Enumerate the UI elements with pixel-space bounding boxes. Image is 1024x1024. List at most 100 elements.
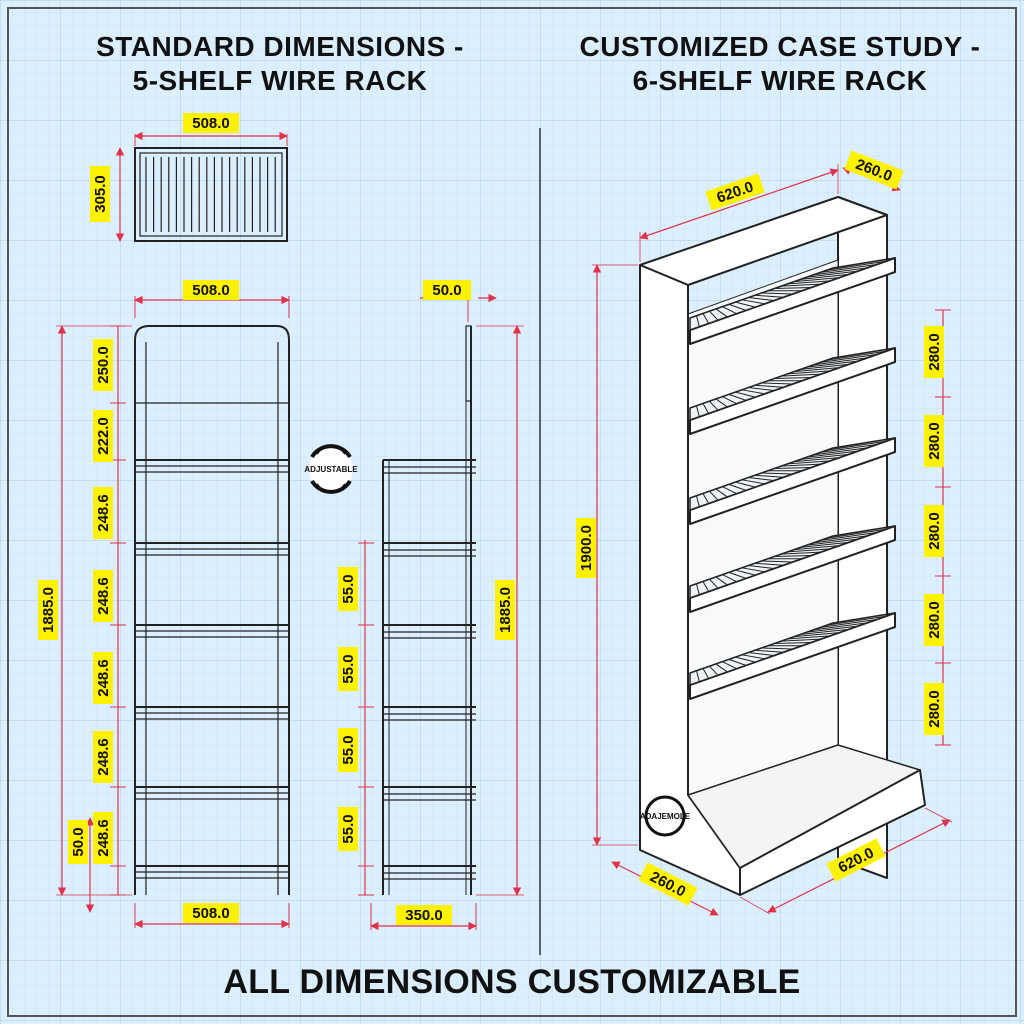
label-iso-shelf-spacing: 280.0: [926, 512, 943, 550]
label-shelf-spacing: 248.6: [95, 738, 112, 776]
iso-shelf-wire: [748, 477, 774, 482]
label-iso-shelf-spacing: 280.0: [926, 601, 943, 639]
iso-shelf-wire: [813, 267, 868, 276]
label-front-width-bottom: 508.0: [192, 905, 230, 922]
iso-shelf-wire: [709, 578, 719, 589]
label-shelf-spacing: 248.6: [95, 819, 112, 857]
iso-shelf-wire: [800, 628, 849, 635]
iso-shelf-wire: [819, 619, 877, 629]
iso-shelf-wire: [826, 440, 886, 451]
iso-shelf-wire: [754, 562, 784, 566]
label-side-shelf-height: 55.0: [340, 814, 357, 843]
label-front-width-top: 508.0: [192, 282, 230, 299]
iso-shelf-wire: [735, 569, 756, 576]
side-shelves: [383, 459, 476, 880]
label-iso-shelf-spacing: 280.0: [926, 422, 943, 460]
iso-shelf-wire: [754, 384, 784, 388]
iso-shelf-wire: [702, 493, 710, 504]
label-side-offset: 50.0: [432, 282, 461, 299]
left-panel-title: STANDARD DIMENSIONS - 5-SHELF WIRE RACK: [40, 30, 520, 97]
iso-shelf-wire: [793, 457, 840, 463]
right-title-line-2: 6-SHELF WIRE RACK: [632, 64, 928, 96]
iso-shelf-wire: [819, 264, 877, 274]
iso-shelf-wire: [774, 286, 812, 289]
label-side-depth: 350.0: [405, 907, 443, 924]
iso-shelf-wire: [800, 453, 849, 460]
iso-shelves: [689, 257, 896, 700]
iso-shelf-wire: [754, 294, 784, 298]
iso-shelf-wire: [826, 528, 886, 539]
left-title-line-2: 5-SHELF WIRE RACK: [132, 64, 428, 96]
iso-shelf-wire: [793, 367, 840, 373]
iso-shelf-wire: [722, 486, 737, 495]
iso-shelf-wire: [728, 303, 747, 311]
iso-shelf-wire: [735, 301, 756, 308]
label-top-depth: 305.0: [92, 175, 109, 213]
label-iso-height: 1900.0: [578, 525, 595, 571]
iso-shelf-wire: [728, 658, 747, 666]
iso-shelf-wire: [728, 393, 747, 401]
iso-shelf-wire: [787, 548, 830, 553]
label-front-height: 1885.0: [40, 587, 57, 633]
iso-shelf-wire: [696, 670, 700, 682]
top-view: [115, 131, 288, 242]
iso-shelf-wire: [696, 405, 700, 417]
label-base-height: 50.0: [70, 827, 87, 856]
iso-shelf-wire: [787, 370, 830, 375]
iso-shelf-wire: [774, 466, 812, 469]
iso-shelf-wire: [793, 545, 840, 551]
iso-shelf-wire: [780, 373, 821, 377]
dim-line-iso-width-top: [639, 168, 839, 240]
iso-shelf-wire: [761, 382, 793, 385]
iso-shelf-wire: [761, 472, 793, 475]
iso-shelf-wire: [813, 622, 868, 631]
iso-shelf-wire: [754, 649, 784, 653]
iso-shelf-wire: [819, 532, 877, 542]
iso-shelf-wire: [806, 538, 858, 546]
iso-shelf-wire: [826, 615, 886, 626]
iso-shelf-wire: [787, 635, 830, 640]
iso-shelf-wire: [728, 571, 747, 579]
iso-shelf-wire: [819, 354, 877, 364]
iso-shelf-wire: [780, 463, 821, 467]
iso-shelf-wire: [741, 389, 765, 395]
iso-shelf-wire: [696, 495, 700, 507]
iso-shelf-wire: [702, 313, 710, 324]
iso-shelf-wire: [728, 483, 747, 491]
iso-shelf-wire: [722, 574, 737, 583]
iso-shelf-wire: [735, 391, 756, 398]
right-panel-title: CUSTOMIZED CASE STUDY - 6-SHELF WIRE RAC…: [540, 30, 1020, 97]
iso-shelf-wire: [761, 560, 793, 563]
label-shelf-spacing: 248.6: [95, 659, 112, 697]
iso-shelf-wire: [722, 306, 737, 315]
iso-shelf-wire: [800, 541, 849, 548]
iso-shelf-wire: [702, 668, 710, 679]
iso-shelf-wire: [800, 273, 849, 280]
iso-shelf-wire: [748, 565, 774, 570]
iso-shelf-wire: [722, 396, 737, 405]
iso-shelf-wire: [780, 638, 821, 642]
iso-shelf-wire: [806, 270, 858, 278]
iso-shelf-wire: [780, 551, 821, 555]
label-shelf-spacing: 248.6: [95, 494, 112, 532]
left-title-line-1: STANDARD DIMENSIONS -: [96, 31, 464, 62]
iso-shelf-wire: [715, 488, 728, 498]
iso-shelf-wire: [741, 479, 765, 485]
iso-shelf-wire: [715, 576, 728, 586]
dimension-labels: 508.0 305.0 508.0 508.0 1885.0 250.0 222…: [38, 113, 944, 925]
label-side-shelf-height: 55.0: [340, 735, 357, 764]
iso-shelf-wire: [774, 554, 812, 557]
iso-shelf-wire: [813, 535, 868, 544]
rack-badge-label: ADAJEMOLE: [640, 812, 691, 821]
iso-shelf-wire: [774, 641, 812, 644]
iso-shelf-wire: [793, 277, 840, 283]
iso-shelf-wire: [748, 652, 774, 657]
label-top-width: 508.0: [192, 115, 230, 132]
label-side-shelf-height: 55.0: [340, 654, 357, 683]
iso-shelf-wire: [696, 315, 700, 327]
iso-shelf-wire: [696, 583, 700, 595]
iso-shelf-wire: [780, 283, 821, 287]
iso-shelf-wire: [800, 363, 849, 370]
sheet-border: [7, 7, 1017, 1017]
